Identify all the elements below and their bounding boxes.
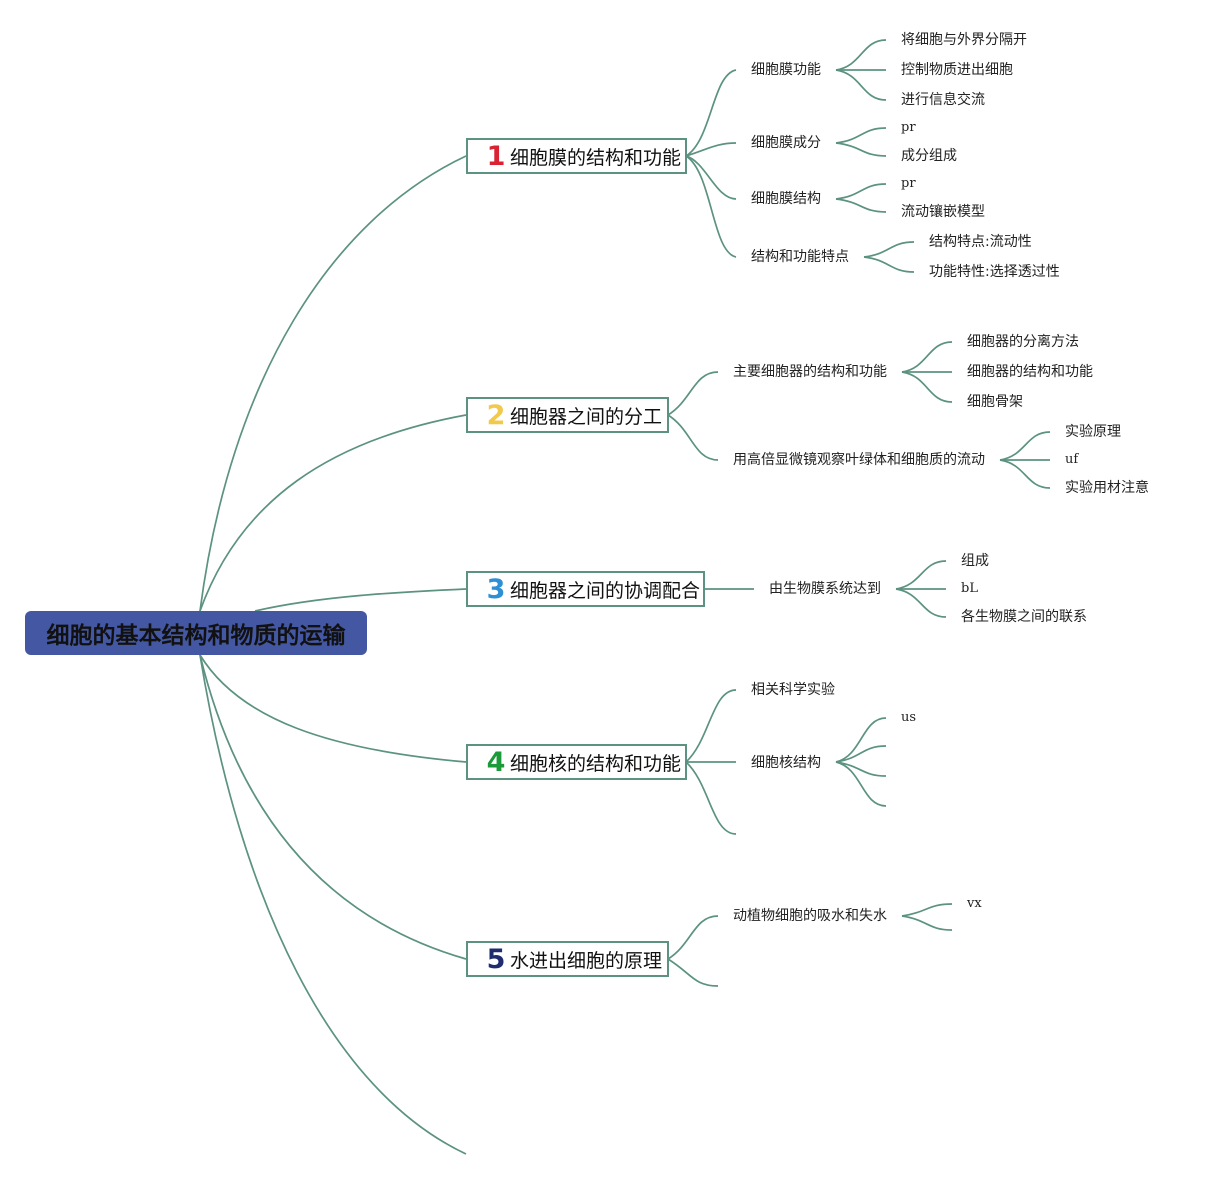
connector-b1-c3-l2 xyxy=(835,198,887,213)
connector-b4-c2-l4 xyxy=(835,761,887,807)
branch-topic-2[interactable]: 2 细胞器之间的分工 xyxy=(466,397,669,433)
leaf-1-3-1[interactable]: pr xyxy=(901,176,916,191)
number-badge-2: 2 xyxy=(486,399,506,431)
subtopic-1-1[interactable]: 细胞膜功能 xyxy=(751,62,821,78)
connector-b1-c4 xyxy=(685,155,737,258)
subtopic-4-2[interactable]: 细胞核结构 xyxy=(751,755,821,771)
subtopic-1-4[interactable]: 结构和功能特点 xyxy=(751,249,849,265)
leaf-3-1-1[interactable]: 组成 xyxy=(961,553,989,569)
leaf-1-1-3[interactable]: 进行信息交流 xyxy=(901,92,985,108)
leaf-3-1-2[interactable]: bL xyxy=(961,581,978,596)
connector-b5-c1-l2 xyxy=(901,915,953,931)
connector-b4-c3 xyxy=(685,761,737,835)
leaf-2-2-2[interactable]: uf xyxy=(1065,452,1079,467)
connector-b5-c2 xyxy=(667,958,719,987)
connector-b1-c1-l3 xyxy=(835,69,887,101)
connector-root-b1 xyxy=(199,155,467,612)
connector-b1-c2-l2 xyxy=(835,142,887,157)
connector-root-b6 xyxy=(199,654,467,1155)
connector-b4-c1 xyxy=(685,689,737,763)
subtopic-1-3[interactable]: 细胞膜结构 xyxy=(751,191,821,207)
root-title: 细胞的基本结构和物质的运输 xyxy=(46,623,346,649)
leaf-2-1-2[interactable]: 细胞器的结构和功能 xyxy=(967,364,1093,380)
connector-root-b5 xyxy=(199,654,467,960)
leaf-1-3-2[interactable]: 流动镶嵌模型 xyxy=(901,204,985,220)
connector-root-b2 xyxy=(199,414,467,612)
number-badge-3: 3 xyxy=(486,573,506,605)
branch-topic-1[interactable]: 1 细胞膜的结构和功能 xyxy=(466,138,687,174)
branch-label-4: 细胞核的结构和功能 xyxy=(510,752,682,775)
leaf-1-2-1[interactable]: pr xyxy=(901,120,916,135)
number-badge-5: 5 xyxy=(486,943,506,975)
number-badge-4: 4 xyxy=(486,746,506,778)
leaf-1-1-1[interactable]: 将细胞与外界分隔开 xyxy=(901,32,1027,48)
connector-root-b4 xyxy=(199,654,467,763)
leaf-2-1-1[interactable]: 细胞器的分离方法 xyxy=(967,334,1079,350)
subtopic-1-2[interactable]: 细胞膜成分 xyxy=(751,135,821,151)
connector-b1-c3 xyxy=(685,155,737,200)
connector-b1-c2-l1 xyxy=(835,127,887,144)
connector-b1-c1 xyxy=(685,69,737,157)
leaf-4-2-1[interactable]: us xyxy=(901,710,917,725)
connector-b1-c1-l1 xyxy=(835,39,887,71)
connector-b2-c1-l3 xyxy=(901,371,953,403)
leaf-2-2-3[interactable]: 实验用材注意 xyxy=(1065,480,1149,496)
connector-b3-c1-l3 xyxy=(895,588,947,618)
leaf-5-1-1[interactable]: vx xyxy=(967,896,982,911)
leaf-1-1-2[interactable]: 控制物质进出细胞 xyxy=(901,62,1013,78)
leaf-1-4-2[interactable]: 功能特性:选择透过性 xyxy=(929,264,1060,280)
subtopic-2-1[interactable]: 主要细胞器的结构和功能 xyxy=(733,364,887,380)
subtopic-2-2[interactable]: 用高倍显微镜观察叶绿体和细胞质的流动 xyxy=(733,452,985,468)
connector-b2-c1-l1 xyxy=(901,341,953,373)
connector-b1-c2 xyxy=(685,142,737,157)
connector-root-b3 xyxy=(254,588,467,612)
connector-b5-c1 xyxy=(667,915,719,960)
subtopic-3-1[interactable]: 由生物膜系统达到 xyxy=(769,581,881,597)
connector-b4-c2-l1 xyxy=(835,717,887,763)
connector-b2-c2-l3 xyxy=(999,459,1051,489)
branch-label-1: 细胞膜的结构和功能 xyxy=(510,146,682,169)
connector-b1-c4-l1 xyxy=(863,241,915,258)
leaf-2-2-1[interactable]: 实验原理 xyxy=(1065,424,1121,440)
branch-label-3: 细胞器之间的协调配合 xyxy=(510,579,701,602)
root-topic[interactable]: 细胞的基本结构和物质的运输 xyxy=(25,611,367,655)
leaf-2-1-3[interactable]: 细胞骨架 xyxy=(967,394,1023,410)
connector-b4-c2-l2 xyxy=(835,745,887,763)
branch-topic-4[interactable]: 4 细胞核的结构和功能 xyxy=(466,744,687,780)
subtopic-5-1[interactable]: 动植物细胞的吸水和失水 xyxy=(733,908,887,924)
branch-label-5: 水进出细胞的原理 xyxy=(510,949,663,972)
connector-b2-c2 xyxy=(667,414,719,461)
branch-label-2: 细胞器之间的分工 xyxy=(510,405,663,428)
connector-b1-c3-l1 xyxy=(835,183,887,200)
connector-b3-c1-l1 xyxy=(895,560,947,590)
connector-b5-c1-l1 xyxy=(901,903,953,917)
number-badge-1: 1 xyxy=(486,140,506,172)
connector-b2-c1 xyxy=(667,371,719,416)
leaf-3-1-3[interactable]: 各生物膜之间的联系 xyxy=(961,609,1087,625)
connector-b2-c2-l1 xyxy=(999,431,1051,461)
leaf-1-2-2[interactable]: 成分组成 xyxy=(901,148,957,164)
leaf-1-4-1[interactable]: 结构特点:流动性 xyxy=(929,234,1032,250)
branch-topic-5[interactable]: 5 水进出细胞的原理 xyxy=(466,941,669,977)
connector-b1-c4-l2 xyxy=(863,256,915,273)
branch-topic-3[interactable]: 3 细胞器之间的协调配合 xyxy=(466,571,705,607)
subtopic-4-1[interactable]: 相关科学实验 xyxy=(751,682,835,698)
